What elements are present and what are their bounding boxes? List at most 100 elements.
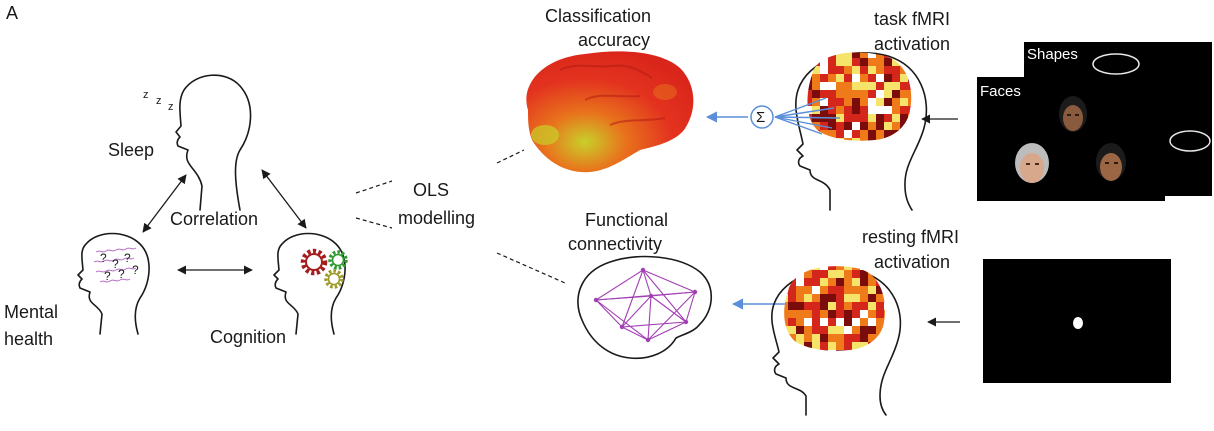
heatmap-cell [820, 266, 828, 270]
heatmap-cell [836, 52, 844, 58]
heatmap-cell [892, 98, 900, 106]
heatmap-cell [892, 66, 900, 74]
heatmap-cell [884, 90, 892, 98]
heatmap-cell [796, 318, 804, 326]
heatmap-cell [784, 266, 788, 270]
heatmap-cell [796, 350, 804, 351]
heatmap-cell [860, 82, 868, 90]
heatmap-cell [868, 302, 876, 310]
question-marks: ? ? ? ? ? ? [100, 251, 139, 283]
heatmap-cell [876, 350, 884, 351]
heatmap-cell [804, 294, 812, 302]
heatmap-cell [828, 342, 836, 350]
heatmap-cell [812, 342, 820, 350]
heatmap-cell [804, 278, 812, 286]
heatmap-cell [784, 318, 788, 326]
heatmap-cell [828, 138, 836, 141]
heatmap-cell [876, 138, 884, 141]
heatmap-cell [828, 318, 836, 326]
heatmap-cell [796, 326, 804, 334]
heatmap-cell [836, 122, 844, 130]
heatmap-cell [884, 310, 885, 318]
heatmap-cell [836, 294, 844, 302]
faces-stimulus: Faces [977, 77, 1165, 201]
heatmap-cell [796, 270, 804, 278]
svg-text:z: z [156, 95, 162, 107]
heatmap-cell [868, 66, 876, 74]
heatmap-cell [836, 342, 844, 350]
heatmap-cell [804, 302, 812, 310]
heatmap-cell [868, 310, 876, 318]
task-head: Σ [750, 52, 928, 211]
heatmap-cell [844, 74, 852, 82]
heatmap-cell [860, 278, 868, 286]
heatmap-cell [828, 130, 836, 138]
heatmap-cell [828, 52, 836, 58]
heatmap-cell [860, 350, 868, 351]
heatmap-cell [836, 286, 844, 294]
heatmap-cell [852, 278, 860, 286]
heatmap-cell [852, 82, 860, 90]
heatmap-cell [804, 266, 812, 270]
heatmap-cell [828, 122, 836, 130]
heatmap-cell [860, 74, 868, 82]
heatmap-cell [812, 286, 820, 294]
heatmap-cell [884, 350, 885, 351]
heatmap-cell [860, 326, 868, 334]
heatmap-cell [807, 138, 812, 141]
heatmap-cell [876, 122, 884, 130]
heatmap-cell [868, 138, 876, 141]
heatmap-cell [876, 66, 884, 74]
heatmap-cell [836, 270, 844, 278]
heatmap-cell [844, 114, 852, 122]
heatmap-cell [892, 90, 900, 98]
task-label-1: task fMRI [874, 9, 950, 29]
heatmap-cell [820, 286, 828, 294]
heatmap-cell [876, 318, 884, 326]
heatmap-cell [860, 310, 868, 318]
heatmap-cell [868, 106, 876, 114]
sigma-label: Σ [756, 109, 765, 126]
heatmap-cell [812, 90, 820, 98]
heatmap-cell [860, 334, 868, 342]
heatmap-cell [892, 130, 900, 138]
heatmap-cell [804, 342, 812, 350]
heatmap-cell [892, 122, 900, 130]
heatmap-cell [807, 90, 812, 98]
resting-head [771, 266, 902, 416]
heatmap-cell [908, 58, 912, 66]
task-heatmap [807, 52, 912, 141]
shape-oval [1092, 53, 1140, 75]
heatmap-cell [788, 270, 796, 278]
heatmap-cell [852, 294, 860, 302]
heatmap-cell [868, 278, 876, 286]
heatmap-cell [828, 90, 836, 98]
heatmap-cell [844, 302, 852, 310]
heatmap-cell [852, 122, 860, 130]
heatmap-cell [844, 98, 852, 106]
heatmap-cell [812, 122, 820, 130]
heatmap-cell [788, 286, 796, 294]
face-2 [1015, 143, 1049, 183]
heatmap-cell [844, 286, 852, 294]
connectivity-brain [577, 255, 712, 360]
heatmap-cell [860, 270, 868, 278]
heatmap-cell [900, 130, 908, 138]
functional-label-2: connectivity [568, 234, 662, 254]
mental-health-squiggles [93, 247, 137, 283]
heatmap-cell [876, 334, 884, 342]
heatmap-cell [796, 334, 804, 342]
heatmap-cell [884, 106, 892, 114]
heatmap-cell [784, 334, 788, 342]
heatmap-cell [908, 98, 912, 106]
heatmap-cell [828, 310, 836, 318]
gear-green-icon [328, 250, 348, 270]
heatmap-cell [860, 266, 868, 270]
heatmap-cell [820, 334, 828, 342]
heatmap-cell [804, 310, 812, 318]
heatmap-cell [796, 278, 804, 286]
heatmap-cell [828, 270, 836, 278]
heatmap-cell [828, 286, 836, 294]
